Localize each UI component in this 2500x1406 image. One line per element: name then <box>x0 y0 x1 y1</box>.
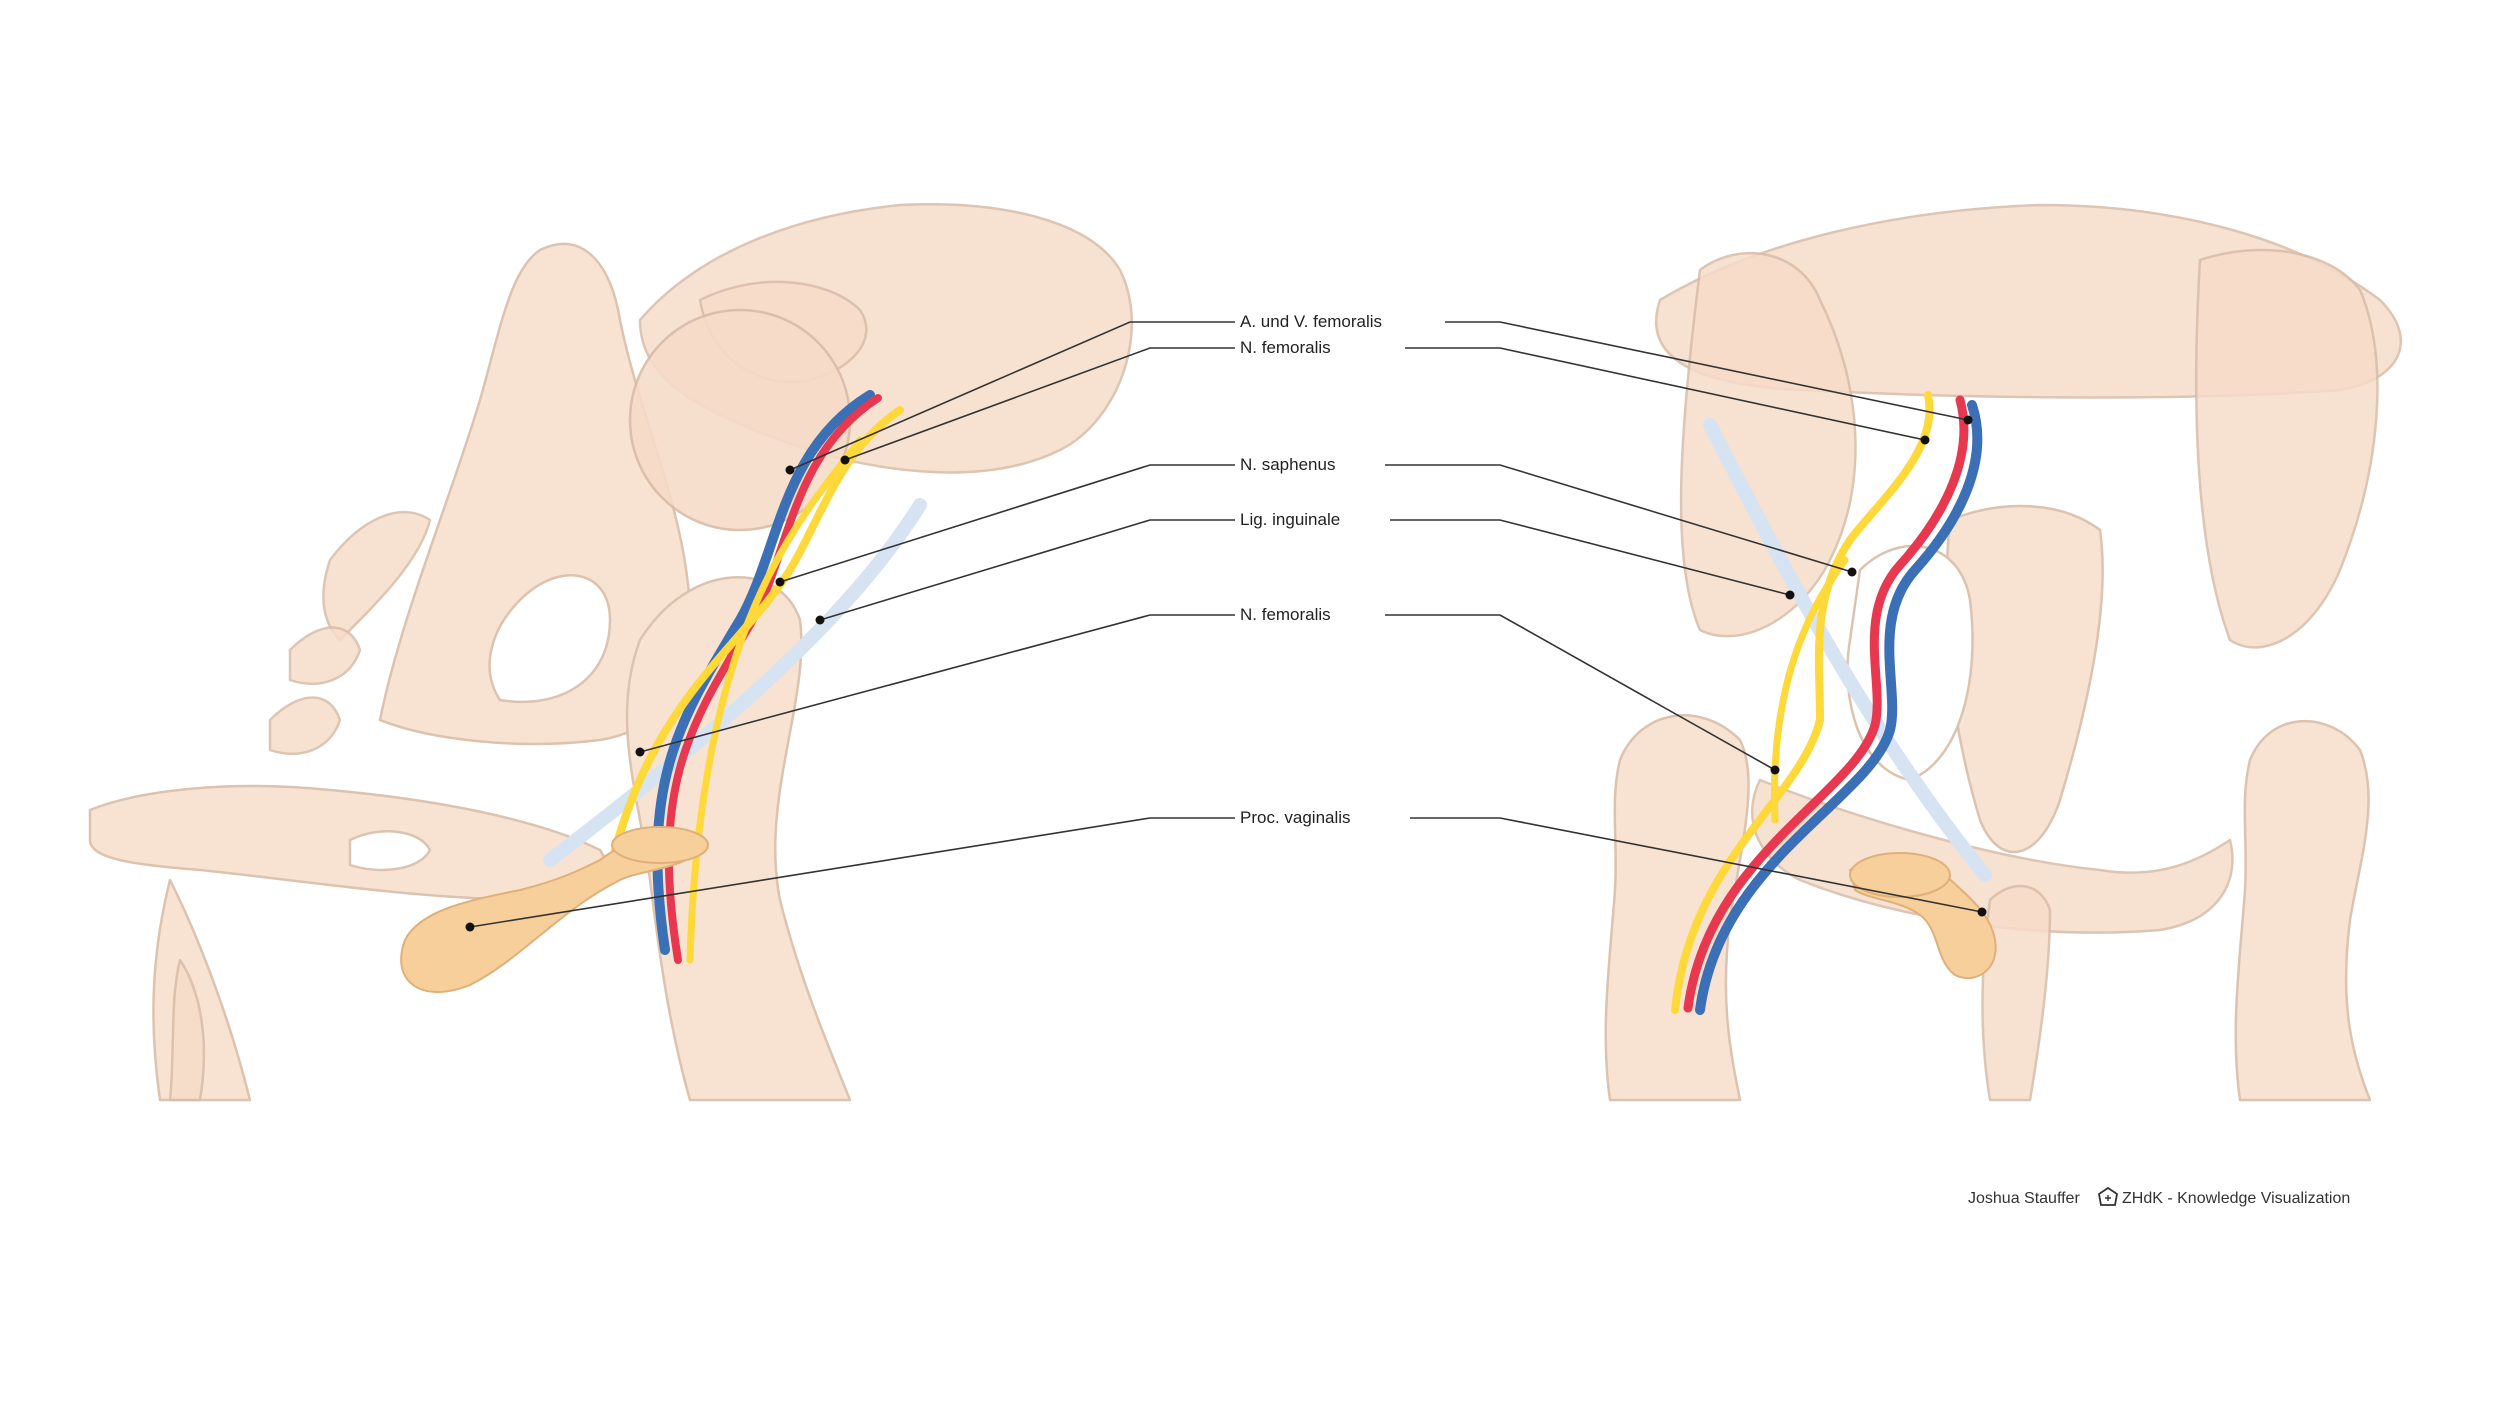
left-vein <box>652 390 875 955</box>
dot-saph-right <box>1847 567 1857 577</box>
dot-lig-right <box>1785 590 1795 600</box>
leader-lines <box>465 321 1987 932</box>
right-nerve-saphenus <box>1770 556 1849 824</box>
right-ligament-inguinale <box>1703 418 1992 882</box>
right-artery <box>1683 395 1969 1013</box>
zhdk-logo-icon <box>2098 1186 2118 1206</box>
credit-author: Joshua Stauffer <box>1968 1190 2080 1207</box>
dot-saph-left <box>775 577 785 587</box>
dot-proc-right <box>1977 907 1987 917</box>
leader-nfem-bot-right <box>1385 614 1776 771</box>
right-femur-left <box>1604 714 1750 1102</box>
dot-av-right <box>1963 415 1973 425</box>
dot-nfem-top-left <box>840 455 850 465</box>
left-nerve-saphenus <box>686 436 864 964</box>
leader-av-right <box>1445 321 1969 421</box>
dot-proc-left <box>465 922 475 932</box>
left-ilium <box>378 242 692 746</box>
right-pelvis-view <box>1604 203 2402 1102</box>
left-pubic-foramen <box>348 830 432 872</box>
label-n-saphenus: N. saphenus <box>1240 455 1336 474</box>
dot-nfem-bot-right <box>1770 765 1780 775</box>
left-proc-vaginalis-ring <box>611 826 709 864</box>
leader-nfem-bot-left <box>639 614 1235 753</box>
right-structures <box>1671 391 1997 1015</box>
label-n-femoralis-top: N. femoralis <box>1240 338 1331 357</box>
leader-saph-right <box>1385 464 1853 573</box>
right-wing-right <box>2195 248 2379 649</box>
leader-nfem-top-right <box>1405 347 1926 441</box>
leader-proc-right <box>1410 817 1983 913</box>
leader-av-left <box>789 321 1235 471</box>
left-obturator-foramen <box>488 574 612 704</box>
label-n-femoralis-bottom: N. femoralis <box>1240 605 1331 624</box>
credit-institution: ZHdK - Knowledge Visualization <box>2122 1190 2351 1207</box>
left-ischium <box>88 784 608 902</box>
right-vein <box>1695 400 1983 1015</box>
label-lig-inguinale: Lig. inguinale <box>1240 510 1341 529</box>
right-proc-vaginalis-ring <box>1849 852 1951 898</box>
left-tail-vertebrae <box>268 626 362 755</box>
right-wing-left <box>1679 251 1857 638</box>
dot-nfem-bot-left <box>635 747 645 757</box>
right-femur-right <box>2234 719 2372 1102</box>
leader-proc-left <box>469 817 1235 928</box>
left-pelvis-view <box>88 203 1133 1102</box>
leader-lig-right <box>1390 519 1791 596</box>
label-a-v-femoralis: A. und V. femoralis <box>1240 312 1383 331</box>
dot-lig-left <box>815 615 825 625</box>
dot-nfem-top-right <box>1920 435 1930 445</box>
label-proc-vaginalis: Proc. vaginalis <box>1240 808 1351 827</box>
right-tail <box>1981 884 2052 1102</box>
leader-lig-left <box>819 519 1235 621</box>
leader-saph-left <box>779 464 1235 583</box>
dot-av-left <box>785 465 795 475</box>
leader-nfem-top-left <box>844 347 1235 461</box>
left-nerve-femoralis <box>606 406 904 874</box>
left-spine <box>322 510 432 642</box>
left-tail <box>168 958 206 1102</box>
